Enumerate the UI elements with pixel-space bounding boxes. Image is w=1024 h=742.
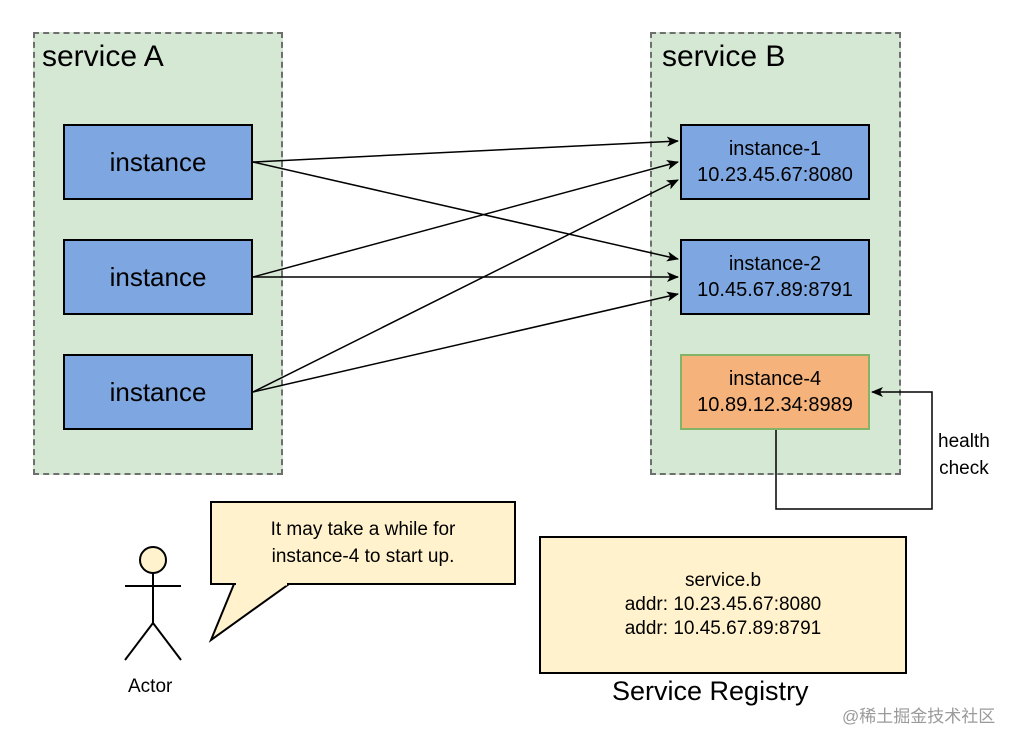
service-b-instance-1: instance-1 10.23.45.67:8080 — [680, 124, 870, 200]
actor-label: Actor — [128, 676, 173, 697]
instance-1-name: instance-1 — [728, 138, 822, 160]
callout-tail — [208, 583, 293, 643]
service-a-instance-1: instance — [63, 124, 253, 200]
watermark: @稀土掘金技术社区 — [842, 707, 996, 726]
service-b-instance-4: instance-4 10.89.12.34:8989 — [680, 354, 870, 430]
health-check-line-1: health — [938, 431, 990, 452]
registry-entry-1: addr: 10.23.45.67:8080 — [624, 594, 822, 615]
callout-line-1: It may take a while for — [270, 519, 456, 540]
health-check-loop — [775, 387, 933, 510]
actor-head — [139, 546, 167, 574]
service-b-title: service B — [662, 40, 786, 73]
service-a-instance-3: instance — [63, 354, 253, 430]
actor-left-leg — [124, 622, 154, 661]
service-a-title: service A — [42, 40, 164, 73]
edge-a1-to-b2 — [252, 161, 679, 262]
service-registry-title: Service Registry — [612, 676, 809, 706]
edge-a3-to-b1 — [252, 179, 679, 393]
edge-a2-to-b1 — [252, 160, 679, 278]
callout-note: It may take a while for instance-4 to st… — [210, 501, 516, 585]
actor-right-leg — [152, 622, 182, 661]
actor-figure — [124, 546, 182, 661]
instance-2-name: instance-2 — [728, 253, 822, 275]
instance-2-addr: 10.45.67.89:8791 — [697, 279, 853, 301]
registry-entry-2: addr: 10.45.67.89:8791 — [624, 618, 822, 639]
callout-line-2: instance-4 to start up. — [271, 546, 455, 567]
service-b-instance-2: instance-2 10.45.67.89:8791 — [680, 239, 870, 315]
health-check-label: health check — [938, 428, 990, 482]
edge-a1-to-b1 — [252, 136, 679, 163]
instance-4-addr: 10.89.12.34:8989 — [697, 394, 853, 416]
instance-4-name: instance-4 — [728, 368, 822, 390]
service-a-instance-2: instance — [63, 239, 253, 315]
service-registry-note: service.b addr: 10.23.45.67:8080 addr: 1… — [539, 536, 907, 674]
health-check-line-2: check — [939, 458, 989, 479]
instance-1-addr: 10.23.45.67:8080 — [697, 164, 853, 186]
edge-a3-to-b2 — [252, 291, 679, 393]
registry-service-name: service.b — [684, 570, 762, 591]
